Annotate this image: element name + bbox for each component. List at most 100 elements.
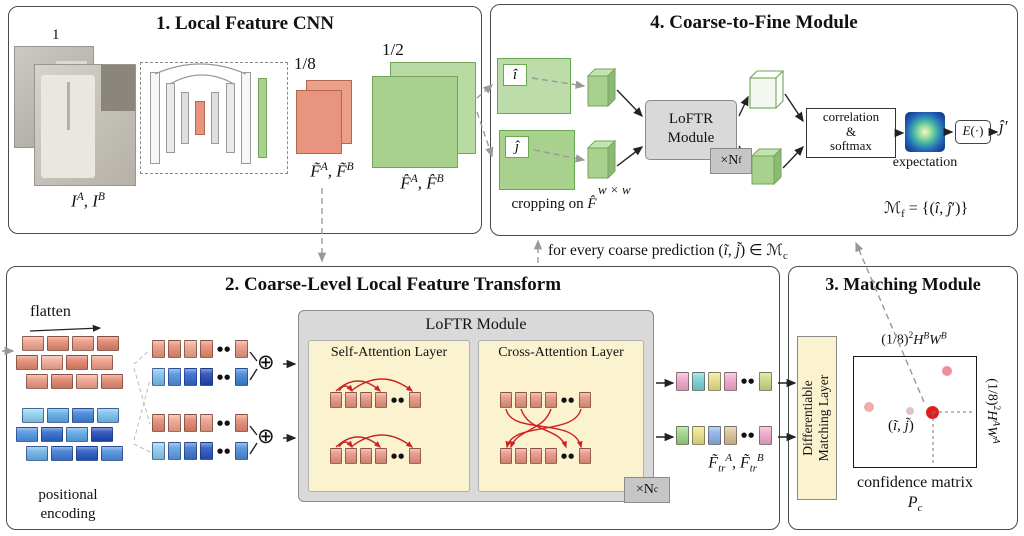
feature-block <box>184 368 197 386</box>
feature-block <box>76 446 98 461</box>
grid-row <box>22 408 123 423</box>
match-dot-selected <box>926 406 939 419</box>
feature-block <box>22 336 44 351</box>
coarse-features-label: F̃A, F̃B <box>310 160 354 181</box>
ellipsis-dots: ●● <box>561 451 576 460</box>
ellipsis-dots: ●● <box>391 395 406 404</box>
coarse-feature-grid-salmon <box>16 336 123 393</box>
feature-block <box>345 392 357 408</box>
self-attention-title: Self-Attention Layer <box>330 345 448 360</box>
matrix-dim-right: (1/8)2HAWA <box>984 378 1001 444</box>
feature-block <box>91 427 113 442</box>
cnn-bottleneck-layer <box>195 101 205 135</box>
feature-block <box>724 426 737 445</box>
feature-block <box>184 340 197 358</box>
match-dot-pink <box>942 366 952 376</box>
feature-block <box>545 392 557 408</box>
ellipsis-dots: ●● <box>217 418 232 427</box>
matrix-dim-top: (1/8)2HBWB <box>881 331 947 348</box>
cnn-layer <box>226 83 235 153</box>
feature-block <box>16 427 38 442</box>
feature-block <box>375 392 387 408</box>
self-attention-box <box>308 340 470 492</box>
feature-block <box>22 408 44 423</box>
add-operator: ⊕ <box>257 350 275 374</box>
self-attention-tokens-1: ●● <box>330 392 422 408</box>
input-images-label: IA, IB <box>71 190 105 211</box>
feature-block <box>515 392 527 408</box>
feature-block <box>676 372 689 391</box>
photo-cabinet-shape <box>101 65 135 111</box>
match-dot-faded <box>864 402 874 412</box>
feature-block <box>759 426 773 445</box>
feature-block <box>168 442 181 460</box>
feature-block <box>184 442 197 460</box>
feature-block <box>101 446 123 461</box>
module2-title: 2. Coarse-Level Local Feature Transform <box>224 274 562 295</box>
feature-block <box>235 368 249 386</box>
feature-block <box>708 426 721 445</box>
cross-attention-tokens-1: ●● <box>500 392 592 408</box>
ellipsis-dots: ●● <box>217 344 232 353</box>
feature-block <box>409 392 422 408</box>
fine-features-label: F̂A, F̂B <box>400 172 444 193</box>
feature-block <box>330 448 342 464</box>
feature-block <box>101 374 123 389</box>
feature-block <box>51 446 73 461</box>
feature-block <box>579 392 592 408</box>
crop-caption: cropping on F̂ <box>511 196 597 212</box>
feature-block <box>200 414 213 432</box>
feature-block <box>76 374 98 389</box>
ellipsis-dots: ●● <box>217 446 232 455</box>
feature-block <box>72 408 94 423</box>
feature-block <box>152 414 165 432</box>
feature-block <box>51 374 73 389</box>
ellipsis-dots: ●● <box>391 451 406 460</box>
module4-title: 4. Coarse-to-Fine Module <box>650 12 858 33</box>
feature-block <box>152 368 165 386</box>
feature-block <box>26 446 48 461</box>
j-hat-label: ĵ <box>505 136 529 158</box>
feature-block <box>545 448 557 464</box>
token-row-salmon-a: ●● <box>152 340 249 358</box>
feature-block <box>360 392 372 408</box>
token-row-blue-b: ●● <box>152 442 249 460</box>
coarse-prediction-caption: for every coarse prediction (ĩ, j̃) ∈ ℳc <box>548 242 788 263</box>
fine-feature-map-a <box>372 76 458 168</box>
correlation-softmax-label: correlation&softmax <box>822 109 880 154</box>
input-photo-a <box>34 64 136 186</box>
feature-block <box>152 442 165 460</box>
feature-block <box>235 414 249 432</box>
feature-block <box>200 368 213 386</box>
feature-block <box>515 448 527 464</box>
feature-block <box>676 426 689 445</box>
feature-block <box>235 340 249 358</box>
j-hat-prime-label: ĵ′ <box>999 117 1008 136</box>
add-operator: ⊕ <box>257 424 275 448</box>
feature-block <box>72 336 94 351</box>
feature-block <box>184 414 197 432</box>
feature-block <box>500 392 512 408</box>
transformed-token-row-a: ●● <box>676 372 773 391</box>
feature-block <box>200 442 213 460</box>
correlation-softmax-box <box>806 108 896 158</box>
feature-block <box>330 392 342 408</box>
match-coordinate-label: (ĩ, j̃) <box>888 418 914 434</box>
confidence-matrix-symbol: Pc <box>907 494 923 515</box>
fine-scale-label: 1/2 <box>382 40 404 59</box>
feature-block <box>530 392 542 408</box>
grid-row <box>26 374 123 389</box>
module3-title: 3. Matching Module <box>825 274 981 294</box>
grid-row <box>26 446 123 461</box>
feature-block <box>97 336 119 351</box>
image-index-label: 1 <box>52 27 60 43</box>
expectation-heatmap <box>905 112 945 152</box>
flatten-label: flatten <box>30 303 71 320</box>
grid-row <box>16 355 123 370</box>
feature-block <box>579 448 592 464</box>
grid-row <box>16 427 123 442</box>
